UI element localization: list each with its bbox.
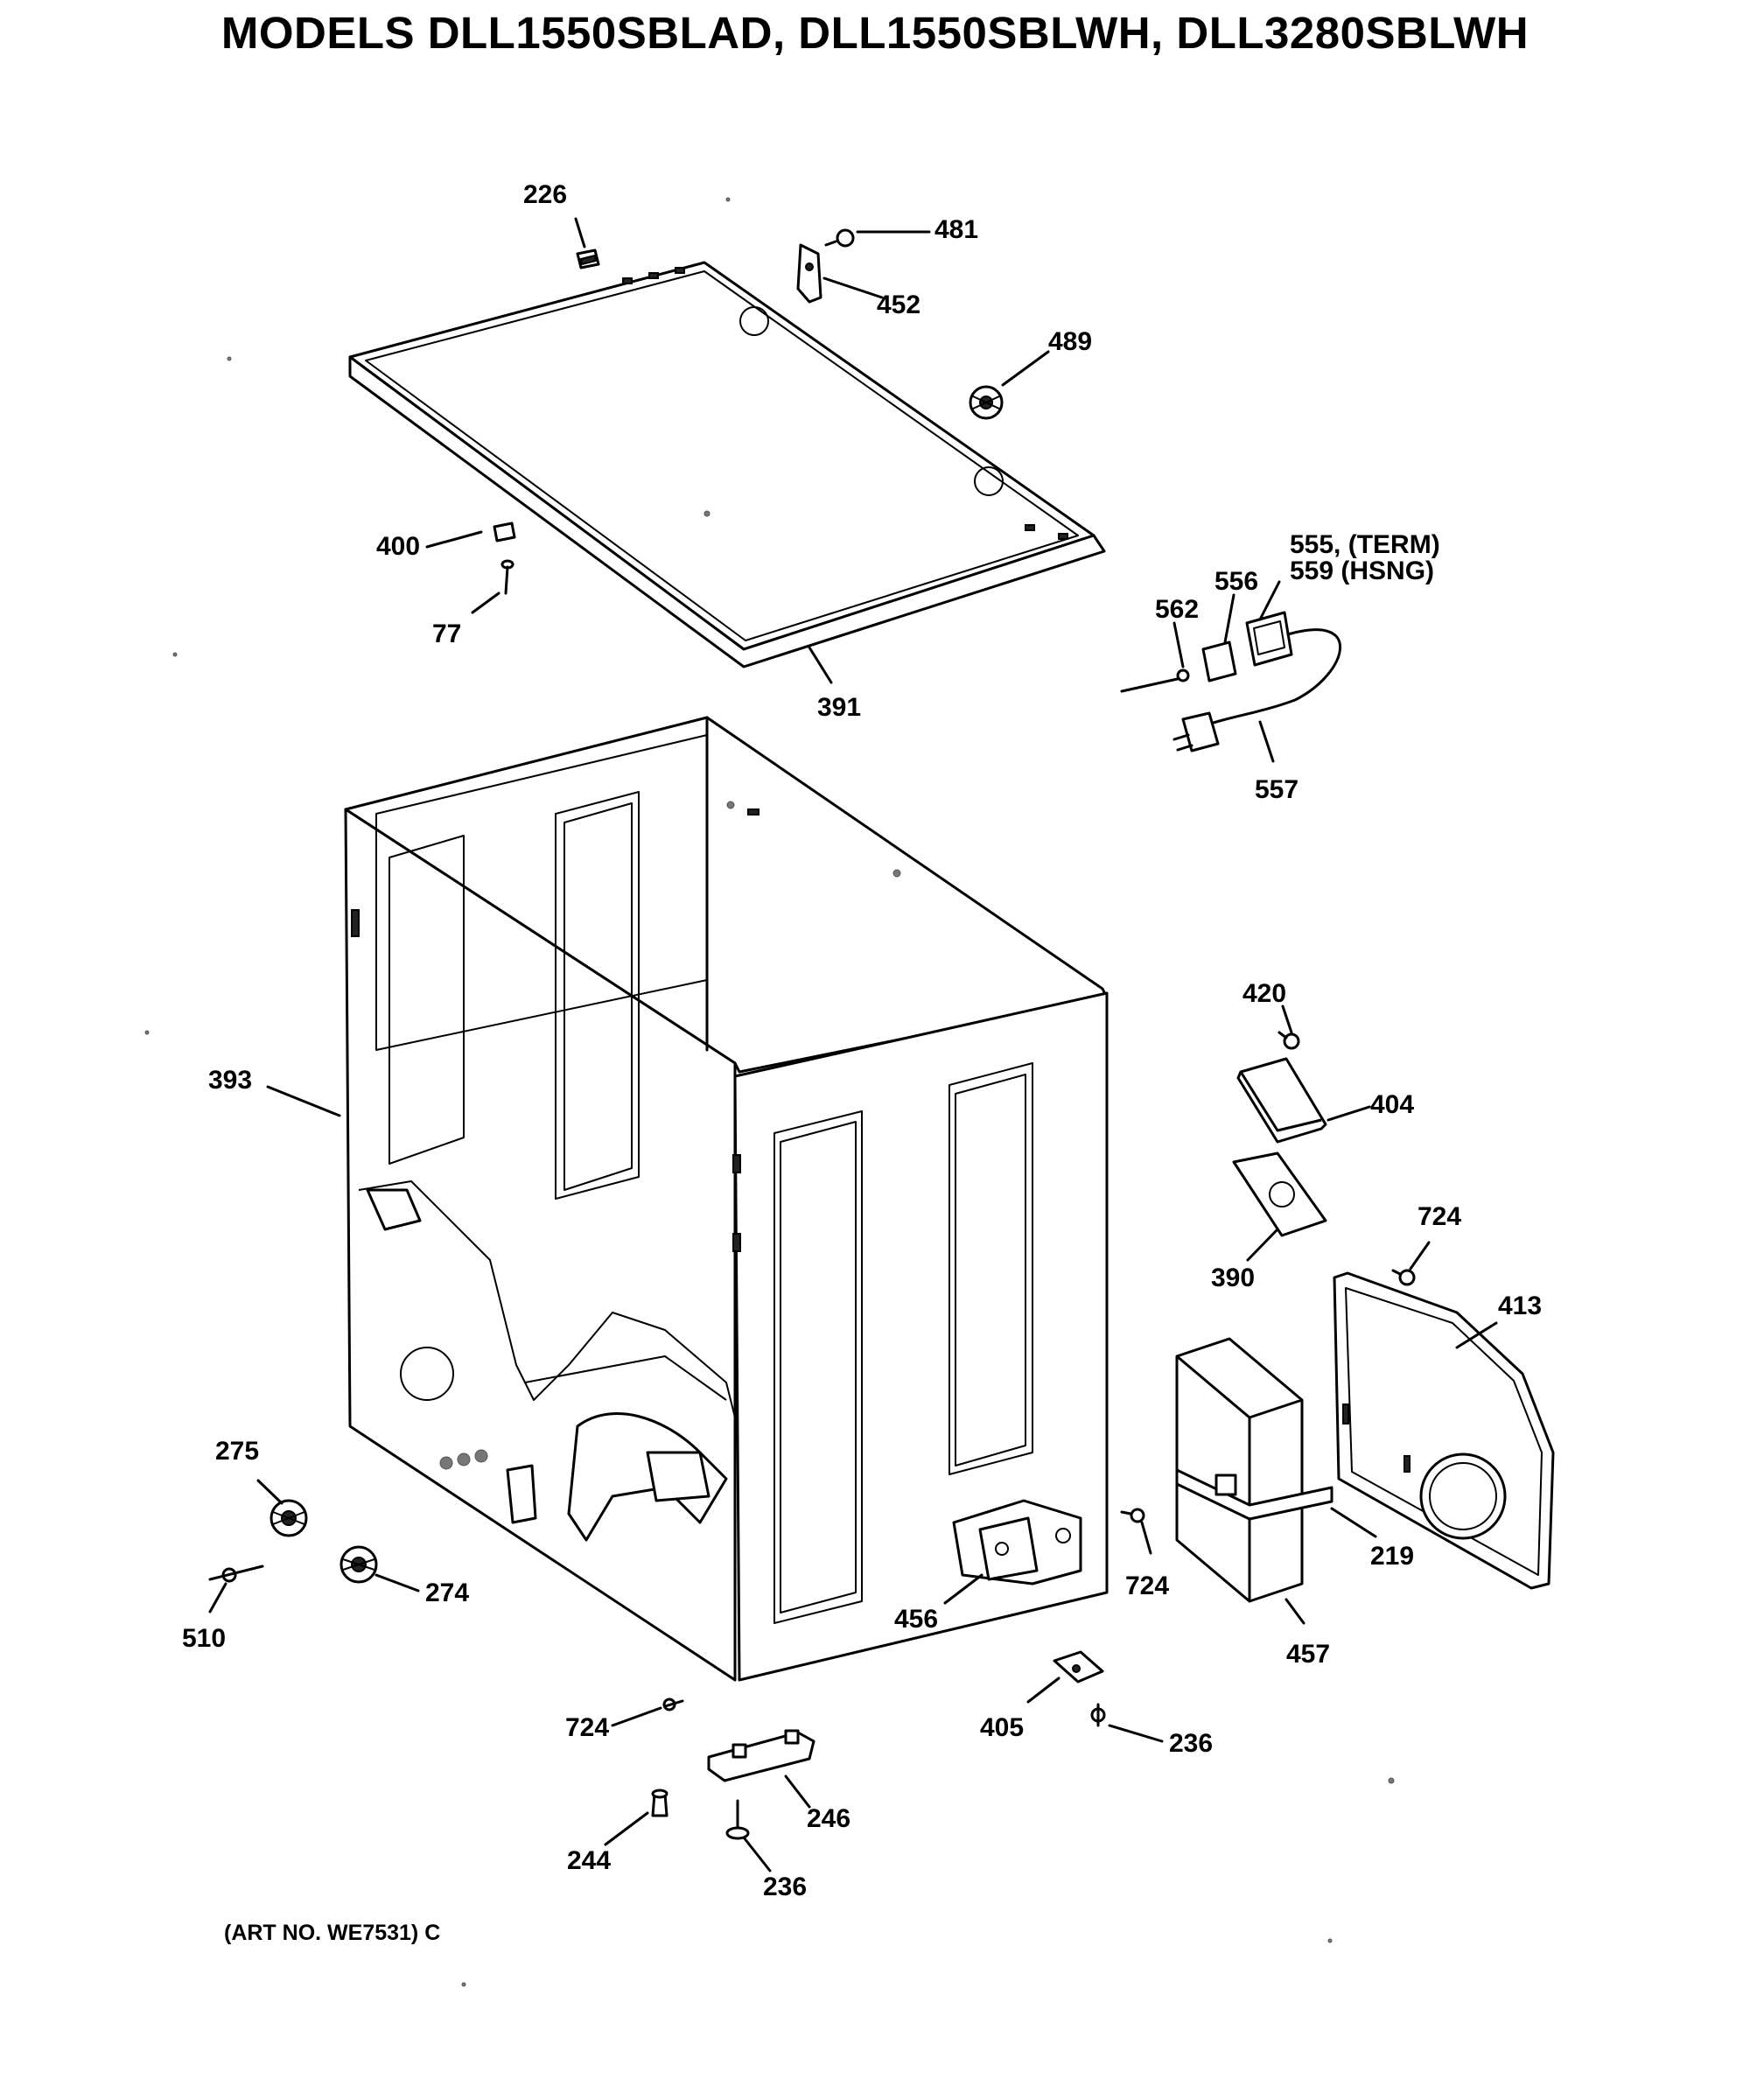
screw-724b-part (662, 1698, 684, 1712)
callout-390: 390 (1211, 1264, 1255, 1292)
callout-244: 244 (567, 1846, 611, 1875)
callout-labels: 226 481 452 489 400 77 391 555, (TERM) 5… (182, 180, 1542, 1901)
clip-400-part (493, 522, 516, 542)
base-246-part (707, 1729, 816, 1782)
callout-246: 246 (807, 1804, 850, 1833)
callout-391: 391 (817, 693, 861, 722)
callout-236-right: 236 (1169, 1729, 1213, 1758)
callout-236-bottom: 236 (763, 1872, 807, 1901)
leader-lines (208, 217, 1498, 1872)
callout-724-bottom: 724 (565, 1713, 609, 1742)
rear-panel-413-part (1333, 1271, 1555, 1590)
callout-400: 400 (376, 532, 420, 561)
bracket-456-part (952, 1499, 1082, 1586)
callout-489: 489 (1048, 327, 1092, 356)
bracket-452-part (796, 243, 822, 304)
callout-226: 226 (523, 180, 567, 209)
callout-457: 457 (1286, 1640, 1330, 1669)
callout-77: 77 (432, 620, 461, 648)
callout-562: 562 (1155, 595, 1199, 624)
screw-481-part (824, 228, 855, 248)
clip-226-part (576, 248, 600, 270)
screw-77-part (500, 559, 514, 595)
callout-275: 275 (215, 1437, 259, 1466)
screw-724a-part (1391, 1269, 1416, 1286)
leg-244-part (651, 1788, 668, 1817)
callout-557: 557 (1255, 775, 1298, 804)
callout-510: 510 (182, 1624, 226, 1653)
callout-405: 405 (980, 1713, 1024, 1742)
callout-393: 393 (208, 1066, 252, 1095)
knob-275-part (270, 1499, 308, 1537)
callout-420: 420 (1242, 979, 1286, 1008)
knob-274-part (340, 1545, 378, 1584)
clip-405-part (1053, 1650, 1104, 1684)
scan-specks (144, 197, 1395, 1987)
callout-724-right: 724 (1125, 1572, 1169, 1600)
callout-481: 481 (934, 215, 978, 244)
callout-724-upper: 724 (1418, 1202, 1461, 1231)
screw-724c-part (1120, 1508, 1145, 1523)
screw-420-part (1278, 1031, 1300, 1050)
leg-236a-part (1090, 1703, 1106, 1727)
top-panel-part (348, 261, 1106, 668)
power-cord-part (1120, 611, 1341, 752)
leg-236b-part (725, 1799, 750, 1840)
plate-404-part (1236, 1057, 1327, 1144)
bumper-489-part (969, 385, 1004, 420)
callout-559: 559 (HSNG) (1290, 556, 1434, 585)
callout-556: 556 (1214, 567, 1258, 596)
duct-457-part (1175, 1337, 1334, 1603)
callout-274: 274 (425, 1578, 469, 1607)
page-title: MODELS DLL1550SBLAD, DLL1550SBLWH, DLL32… (220, 8, 1530, 58)
callout-456: 456 (894, 1605, 938, 1634)
callout-404: 404 (1370, 1090, 1414, 1119)
callout-219: 219 (1370, 1542, 1414, 1571)
callout-413: 413 (1498, 1292, 1542, 1320)
art-number: (ART NO. WE7531) C (224, 1921, 441, 1945)
screw-510-part (208, 1564, 264, 1583)
callout-452: 452 (877, 290, 920, 319)
callout-555: 555, (TERM) (1290, 530, 1440, 559)
plate-390-part (1232, 1152, 1327, 1237)
